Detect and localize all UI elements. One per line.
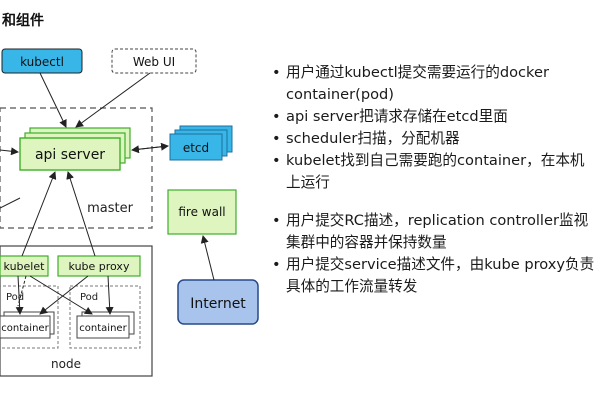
api-server-box [19, 137, 121, 171]
dashed-link-left [17, 275, 27, 307]
arrow-etcd-api [131, 145, 169, 154]
firewall-label: fire wall [178, 205, 225, 219]
arrow-kubelet-containerL [15, 275, 24, 315]
container-left-box [0, 315, 51, 339]
bullet-text: api server把请求存储在etcd里面 [286, 108, 508, 125]
bullet-item: • scheduler扫描，分配机器 [272, 128, 597, 150]
bullet-group-2: • 用户提交RC描述，replication controller监视集群中的容… [272, 210, 597, 298]
internet-label: Internet [190, 296, 246, 312]
bullet-text: 用户提交service描述文件，由kube proxy负责具体的工作流量转发 [286, 256, 595, 295]
pod-left-region [0, 285, 59, 349]
container-left-label: container [1, 323, 49, 334]
arrow-proxy-api [66, 171, 96, 257]
bullet-group-1: • 用户通过kubectl提交需要运行的docker container(pod… [272, 62, 597, 194]
etcd-label: etcd [183, 141, 209, 155]
arrow-left-master [0, 197, 21, 209]
arrow-kubectl-api [39, 72, 67, 128]
master-label: master [87, 201, 133, 216]
container-right-box [76, 315, 130, 339]
bullet-item: • 用户提交service描述文件，由kube proxy负责具体的工作流量转发 [272, 254, 597, 298]
arrow-kubelet-api [21, 171, 57, 257]
pod-right-region [69, 285, 141, 349]
bullet-text: scheduler扫描，分配机器 [286, 130, 460, 147]
node-region [0, 245, 153, 377]
webui-box [111, 48, 197, 74]
bullet-dot-icon: • [272, 108, 281, 125]
arrow-proxy-containerR [105, 275, 114, 315]
firewall-box [167, 189, 237, 235]
bullet-item: • 用户通过kubectl提交需要运行的docker container(pod… [272, 62, 597, 106]
api-server-label: api server [35, 147, 105, 163]
kubectl-label: kubectl [20, 55, 64, 69]
kube-proxy-box [57, 255, 141, 277]
kubectl-box [1, 48, 83, 74]
internet-box [177, 279, 259, 325]
arrow-internet-firewall [200, 235, 215, 281]
arrow-kubelet-containerR [29, 275, 93, 315]
bullet-text: 用户通过kubectl提交需要运行的docker container(pod) [286, 64, 549, 103]
bullet-item: • kubelet找到自己需要跑的container，在本机上运行 [272, 150, 597, 194]
kube-proxy-label: kube proxy [69, 260, 130, 273]
webui-label: Web UI [133, 55, 175, 69]
etcd-box [169, 133, 223, 161]
bullet-dot-icon: • [272, 212, 281, 229]
arrow-webui-api [75, 72, 151, 128]
bullet-dot-icon: • [272, 256, 281, 273]
bullet-item: • 用户提交RC描述，replication controller监视集群中的容… [272, 210, 597, 254]
container-right-label: container [79, 323, 127, 334]
bullet-dot-icon: • [272, 130, 281, 147]
arrow-left-api [0, 147, 19, 156]
page-title: 和组件 [2, 13, 44, 29]
bullet-text: kubelet找到自己需要跑的container，在本机上运行 [286, 152, 585, 191]
node-label: node [51, 357, 81, 371]
bullet-text: 用户提交RC描述，replication controller监视集群中的容器并… [286, 212, 589, 251]
arrow-proxy-containerL [39, 275, 89, 315]
kubelet-box [0, 255, 49, 277]
pod-right-label: Pod [80, 292, 98, 303]
master-region [0, 107, 153, 229]
kubelet-label: kubelet [4, 260, 46, 273]
bullet-list: • 用户通过kubectl提交需要运行的docker container(pod… [272, 62, 597, 298]
bullet-dot-icon: • [272, 152, 281, 169]
bullet-item: • api server把请求存储在etcd里面 [272, 106, 597, 128]
bullet-dot-icon: • [272, 64, 281, 81]
pod-left-label: Pod [6, 292, 24, 303]
